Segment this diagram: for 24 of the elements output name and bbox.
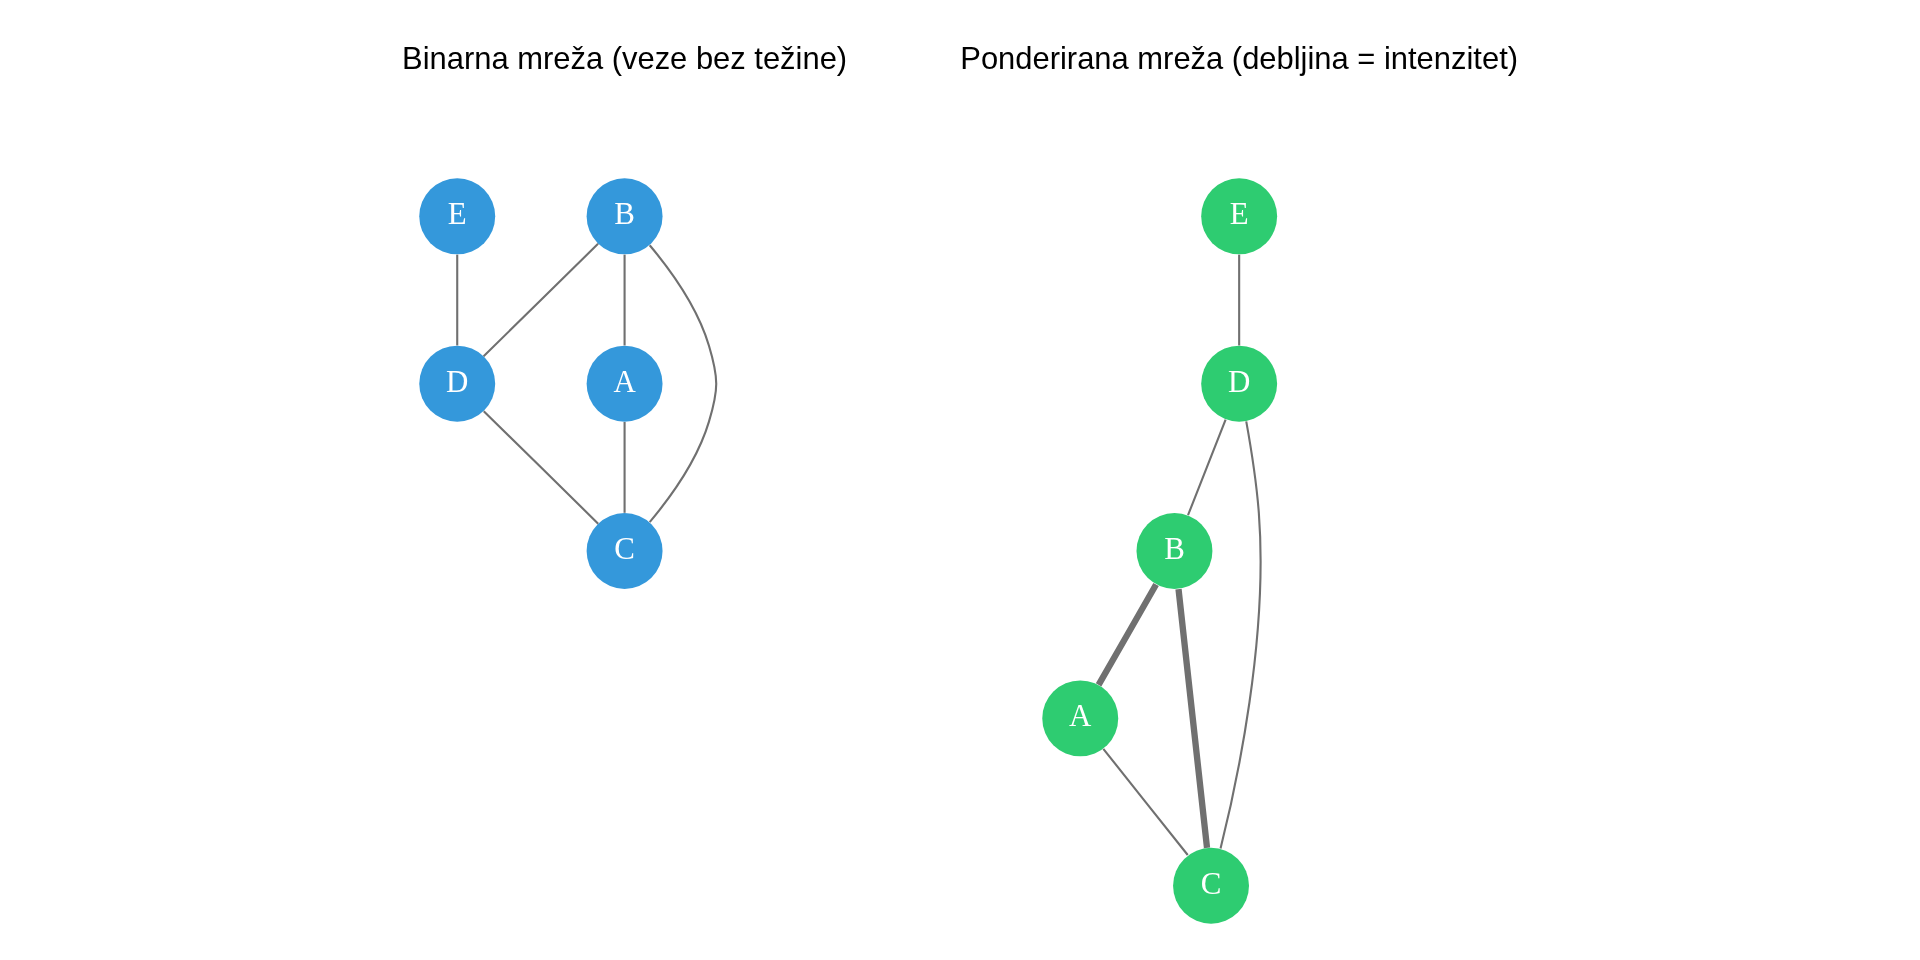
connector xyxy=(1219,421,1262,849)
connector xyxy=(482,243,599,358)
label: Ponderirana mreža (debljina = intenzitet) xyxy=(960,41,1519,77)
node-circle: D xyxy=(1201,345,1278,422)
connector xyxy=(623,422,626,513)
connector xyxy=(1095,582,1159,687)
node-circle: A xyxy=(1042,680,1119,757)
node-circle: D xyxy=(419,345,496,422)
node-circle: B xyxy=(1136,513,1213,589)
connector xyxy=(1238,254,1241,346)
connector xyxy=(623,254,626,346)
node-circle: C xyxy=(586,513,663,589)
connector xyxy=(483,410,599,525)
node-circle: E xyxy=(419,178,496,255)
node-circle: A xyxy=(586,345,663,422)
connector xyxy=(456,254,459,346)
connector xyxy=(648,244,718,523)
node-circle: B xyxy=(586,178,663,255)
connector xyxy=(1187,419,1227,516)
label: Binarna mreža (veze bez težine) xyxy=(402,41,848,77)
connector xyxy=(1102,748,1189,856)
connector xyxy=(1175,588,1211,849)
node-circle: C xyxy=(1173,847,1249,924)
node-circle: E xyxy=(1201,178,1278,255)
